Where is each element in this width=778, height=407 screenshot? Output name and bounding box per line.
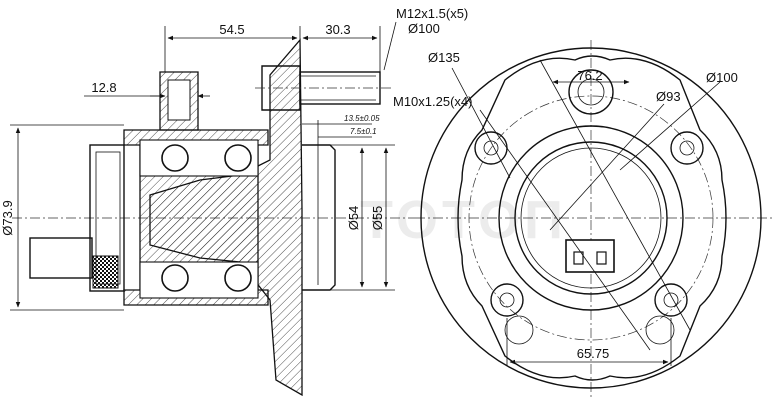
bearing-ball: [224, 144, 252, 172]
flange-outer-circle: [420, 47, 762, 389]
stud-circle-label: Ø100: [408, 21, 440, 36]
dim-135: Ø135: [428, 50, 460, 65]
tol-13-5: 13.5±0.05: [344, 114, 380, 123]
bearing-ball: [161, 144, 189, 172]
watermark: ΤΟΤΟΠ: [360, 190, 567, 250]
bolt-thread-label: M10x1.25(x4): [393, 94, 472, 109]
top-lug: [568, 69, 614, 115]
dim-54-5: 54.5: [219, 22, 244, 37]
dim-55: Ø55: [370, 206, 385, 231]
dim-54: Ø54: [346, 206, 361, 231]
dim-76-2: 76.2: [577, 68, 602, 83]
abs-sensor-ring: [89, 144, 125, 292]
bearing-ball: [161, 264, 189, 292]
knuckle-outline: [457, 55, 727, 381]
dim-12-8: 12.8: [91, 80, 116, 95]
bolt-hole: [654, 283, 688, 317]
shaft-stub: [29, 237, 93, 279]
tol-7-5: 7.5±0.1: [350, 127, 377, 136]
hub-bore: [514, 141, 668, 295]
bolt-holes: [474, 131, 704, 345]
dim-30-3: 30.3: [325, 22, 350, 37]
side-section-view: 54.5 30.3 M12x1.5(x5) Ø100 12.8 Ø73.9 Ø5…: [0, 6, 468, 397]
bolt-hole: [670, 131, 704, 165]
hub-pilot: [302, 144, 336, 291]
dim-93: Ø93: [656, 89, 681, 104]
sensor-connector: [565, 239, 615, 273]
dim-65-75: 65.75: [577, 346, 610, 361]
stud-head: [261, 65, 301, 111]
front-view: 76.2 65.75 Ø135 Ø100 M10x1.25(x4) Ø93: [393, 40, 775, 400]
bolt-hole: [490, 283, 524, 317]
dim-100: Ø100: [706, 70, 738, 85]
bolt-pitch-circle: [468, 95, 714, 341]
dim-73-9: Ø73.9: [0, 200, 15, 235]
abs-encoder: [92, 255, 119, 289]
hub-outer: [498, 125, 684, 311]
stud-thread-label: M12x1.5(x5): [396, 6, 468, 21]
bearing-ball: [224, 264, 252, 292]
